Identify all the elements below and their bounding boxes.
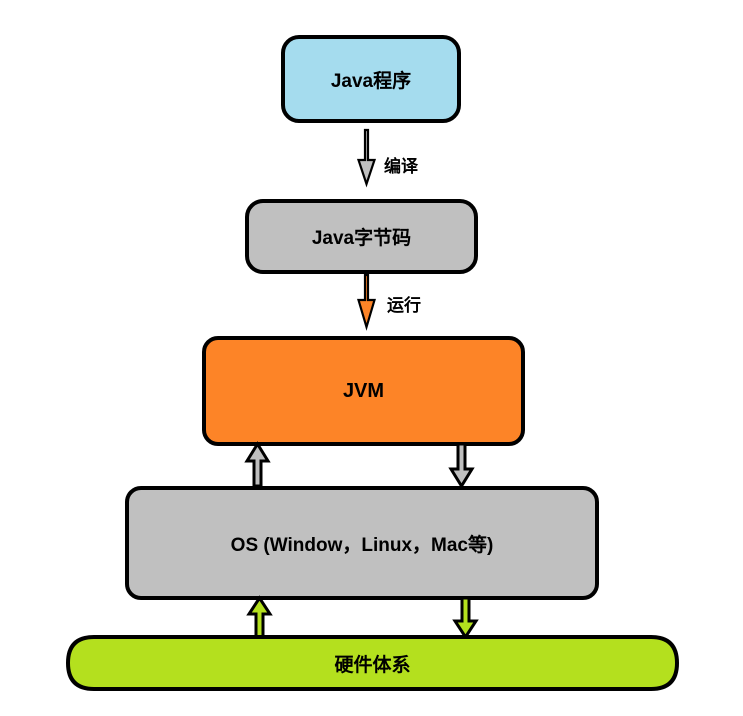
arrow-jvm-to-os [448, 442, 475, 489]
node-hardware[interactable] [65, 635, 680, 691]
node-jvm[interactable] [202, 336, 525, 446]
node-java-program[interactable] [281, 35, 461, 123]
node-os[interactable] [125, 486, 599, 600]
arrow-os-to-hardware [452, 596, 479, 640]
arrow-os-to-jvm [244, 441, 271, 488]
arrow-compile [356, 128, 377, 188]
node-bytecode[interactable] [245, 199, 478, 274]
arrow-hardware-to-os [246, 595, 273, 639]
edge-run-label: 运行 [387, 296, 421, 315]
arrow-run [357, 273, 376, 331]
edge-compile-label: 编译 [384, 157, 418, 176]
